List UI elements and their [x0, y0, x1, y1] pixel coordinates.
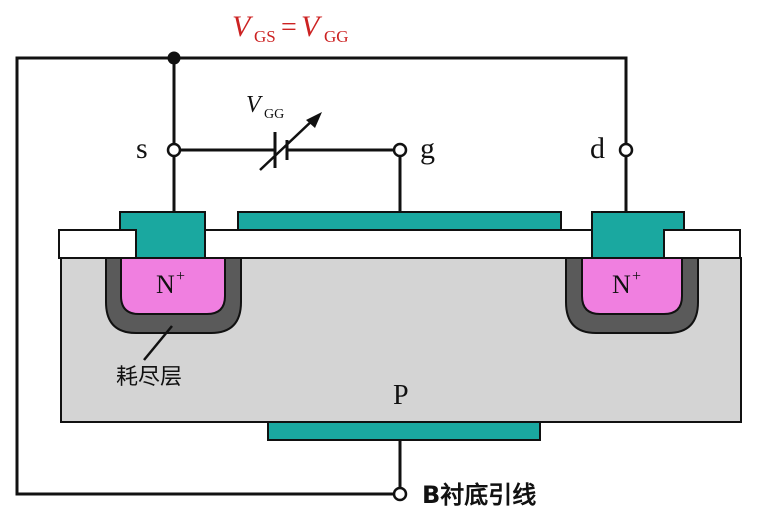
battery-label-sub: GG: [264, 107, 284, 122]
gate-label: g: [420, 132, 435, 165]
equation-lhs-var: V: [232, 10, 254, 43]
drain-terminal: [618, 142, 634, 158]
drain-metal-contact: [591, 211, 685, 259]
equation-rhs-sub: GG: [324, 27, 349, 46]
source-n-plus-region: [120, 257, 226, 315]
drain-n-label: N: [612, 270, 631, 299]
equation-equals: =: [281, 12, 297, 43]
substrate-metal: [267, 421, 541, 441]
source-n-sup: +: [176, 268, 185, 285]
substrate-label: P: [393, 380, 409, 411]
source-label: s: [136, 132, 148, 165]
drain-n-sup: +: [632, 268, 641, 285]
equation-lhs-sub: GS: [254, 27, 276, 46]
variable-arrow-head: [306, 112, 322, 128]
gate-metal: [237, 211, 562, 231]
substrate-terminal: [392, 486, 408, 502]
substrate-return-wire: [15, 56, 398, 496]
drain-label: d: [590, 132, 605, 165]
drain-top-wire: [174, 56, 628, 150]
source-terminal: [166, 142, 182, 158]
equation-rhs-var: V: [301, 10, 323, 43]
battery-label-var: V: [246, 92, 263, 118]
source-n-label: N: [156, 270, 175, 299]
source-metal-contact: [119, 211, 206, 259]
drain-n-plus-region: [581, 257, 683, 315]
depletion-pointer: [143, 325, 173, 361]
gate-terminal: [392, 142, 408, 158]
variable-arrow-shaft: [259, 117, 316, 171]
depletion-label: 耗尽层: [116, 365, 182, 390]
substrate-lead-label: B衬底引线: [422, 481, 536, 509]
